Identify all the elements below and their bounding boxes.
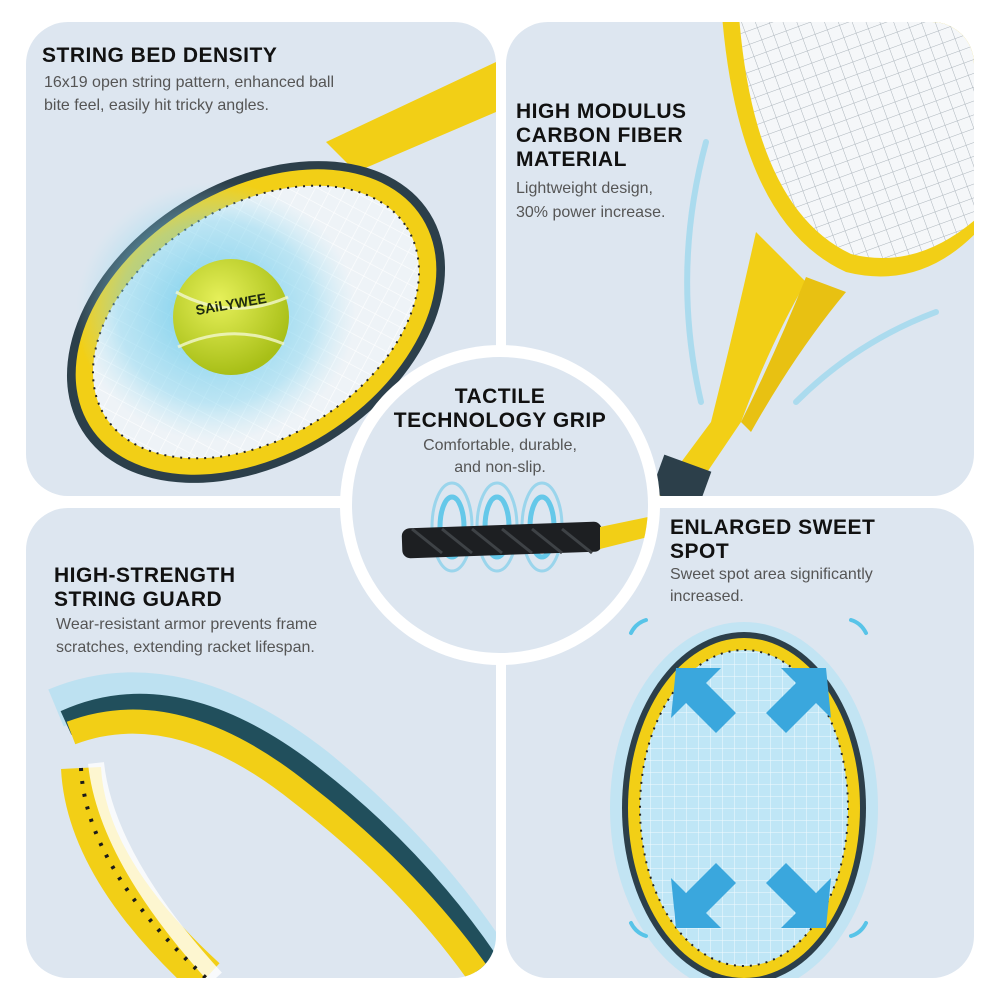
carbon-desc-line1: Lightweight design, [516,180,653,197]
carbon-title-line3: MATERIAL [516,148,627,171]
string-guard-desc-line1: Wear-resistant armor prevents frame [56,616,318,633]
string-guard-title-line1: HIGH-STRENGTH [54,564,236,587]
string-bed-desc-line2: bite feel, easily hit tricky angles. [44,97,269,114]
grip-title-line2: TECHNOLOGY GRIP [393,409,607,432]
string-bed-desc-line1: 16x19 open string pattern, enhanced ball [44,74,334,91]
panel-grip: TACTILE TECHNOLOGY GRIP Comfortable, dur… [352,357,648,653]
string-guard-desc-line2: scratches, extending racket lifespan. [56,639,315,656]
grip-title-line1: TACTILE [454,385,546,408]
carbon-desc-line2: 30% power increase. [516,204,666,221]
string-bed-title: STRING BED DENSITY [42,44,278,67]
sweet-spot-illustration [610,618,878,978]
racket-throat-illustration [650,22,974,496]
sweet-spot-title-line1: ENLARGED SWEET [670,516,876,539]
grip-desc-line2: and non-slip. [454,459,546,476]
panel-sweet-spot: ENLARGED SWEET SPOT Sweet spot area sign… [506,508,974,978]
sweet-spot-desc-line1: Sweet spot area significantly [670,566,873,583]
racket-head-illustration [66,62,496,483]
expand-arrows-icon [671,668,831,928]
grip-illustration [401,481,648,573]
string-guard-illustration [48,672,496,978]
sweet-spot-title-line2: SPOT [670,540,730,563]
panel-carbon-fiber: HIGH MODULUS CARBON FIBER MATERIAL Light… [506,22,974,496]
carbon-title-line1: HIGH MODULUS [516,100,687,123]
tennis-ball-icon [173,259,289,375]
grip-desc-line1: Comfortable, durable, [423,437,577,454]
string-guard-title-line2: STRING GUARD [54,588,223,611]
panel-string-bed: STRING BED DENSITY 16x19 open string pat… [26,22,496,496]
sweet-spot-desc-line2: increased. [670,588,744,605]
carbon-title-line2: CARBON FIBER [516,124,683,147]
